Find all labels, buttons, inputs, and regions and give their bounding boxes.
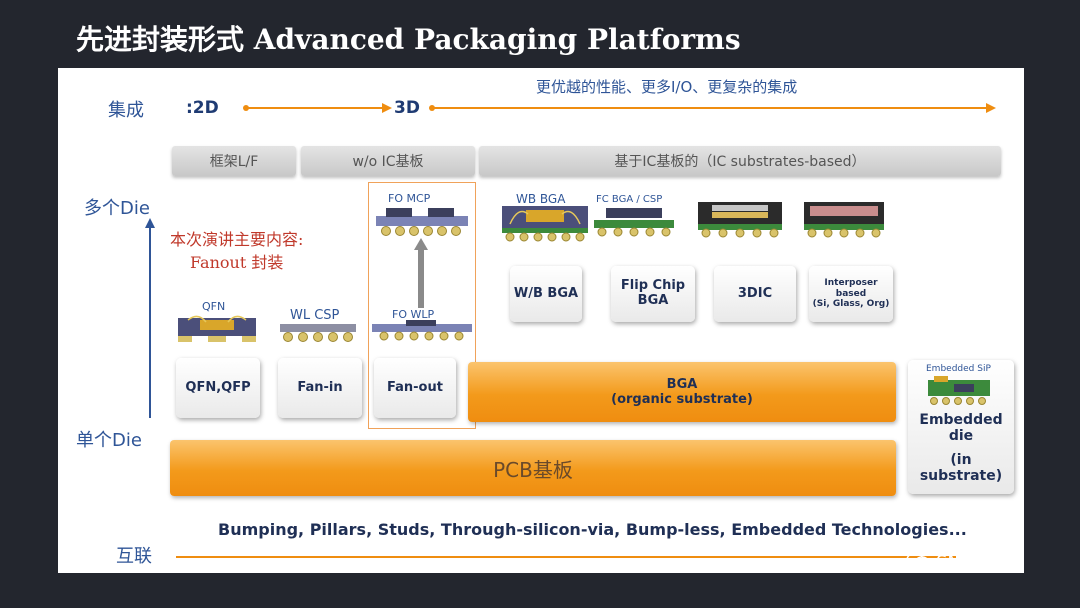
wb-bga-chip-label: WB BGA — [516, 192, 566, 206]
fo-wlp-chip-icon — [372, 320, 472, 341]
category-wo-ic: w/o IC基板 — [301, 146, 475, 176]
category-leadframe: 框架L/F — [172, 146, 296, 176]
card-fan-out: Fan-out — [374, 358, 456, 418]
card-interposer-line-1: Interposer — [824, 278, 878, 289]
slide-title: 先进封装形式 Advanced Packaging Platforms — [76, 23, 741, 56]
card-fan-in: Fan-in — [278, 358, 362, 418]
card-interposer-line-2: based — [835, 288, 867, 299]
fc-bga-chip-icon — [594, 208, 674, 237]
interconnect-technologies-text: Bumping, Pillars, Studs, Through-silicon… — [218, 520, 967, 539]
3dic-chip-icon — [698, 202, 782, 238]
card-qfn-qfp: QFN,QFP — [176, 358, 260, 418]
watermark-text: SMT之家 — [936, 552, 1010, 573]
bga-bar-line-1: BGA — [666, 377, 698, 392]
pcb-substrate-bar: PCB基板 — [170, 440, 896, 496]
fo-mcp-label: FO MCP — [388, 192, 431, 205]
3d-label: 3D — [394, 98, 420, 118]
wlcsp-chip-label: WL CSP — [290, 308, 340, 323]
presentation-note: 本次演讲主要内容: Fanout 封装 — [170, 228, 303, 274]
bga-bar-line-2: (organic substrate) — [611, 392, 753, 407]
fo-wlp-label: FO WLP — [392, 308, 435, 321]
interconnect-label: 互联 — [116, 546, 152, 567]
single-die-label: 单个Die — [76, 430, 142, 451]
integration-label: 集成 — [108, 100, 144, 121]
card-embedded-line-3: (in substrate) — [919, 451, 1003, 484]
category-ic-based: 基于IC基板的（IC substrates-based） — [479, 146, 1001, 176]
embedded-sip-chip-icon — [928, 376, 990, 405]
wb-bga-chip-icon — [502, 206, 588, 242]
watermark: SMT之家 — [906, 548, 1010, 574]
fanout-highlight-box — [368, 182, 476, 429]
fo-mcp-chip-icon — [376, 208, 468, 236]
embedded-sip-label: Embedded SiP — [926, 364, 991, 374]
2d-label: :2D — [186, 98, 219, 118]
card-interposer-line-3: (Si, Glass, Org) — [812, 299, 890, 310]
card-embedded-line-1: Embedded — [919, 411, 1003, 428]
qfn-chip-label: QFN — [202, 300, 226, 313]
diagram-panel: 集成 多个Die 单个Die 互联 :2D 3D 更优越的性能、更多I/O、更复… — [58, 68, 1024, 573]
interposer-chip-icon — [804, 202, 884, 238]
card-interposer: Interposer based (Si, Glass, Org) — [809, 266, 893, 322]
qfn-chip-icon — [178, 315, 256, 342]
card-flip-chip-line-2: BGA — [637, 293, 669, 308]
interconnect-arrow — [176, 556, 956, 558]
multi-die-label: 多个Die — [84, 198, 150, 219]
vertical-axis-arrow — [145, 218, 155, 418]
card-3dic: 3DIC — [714, 266, 796, 322]
arrow-2d-3d — [243, 103, 392, 113]
fc-bga-chip-label: FC BGA / CSP — [596, 194, 663, 205]
card-wb-bga: W/B BGA — [510, 266, 582, 322]
note-line-1: 本次演讲主要内容: — [170, 230, 304, 249]
wlcsp-chip-icon — [280, 324, 356, 342]
top-arrow-text: 更优越的性能、更多I/O、更复杂的集成 — [536, 78, 798, 96]
note-line-2: Fanout 封装 — [190, 253, 284, 273]
fanout-up-arrow — [414, 238, 428, 308]
card-embedded-line-2: die — [948, 427, 974, 444]
bga-organic-substrate-bar: BGA (organic substrate) — [468, 362, 896, 422]
wechat-icon — [906, 552, 930, 570]
card-flip-chip: Flip Chip BGA — [611, 266, 695, 322]
arrow-3d-right — [429, 103, 996, 113]
card-flip-chip-line-1: Flip Chip — [620, 278, 686, 294]
